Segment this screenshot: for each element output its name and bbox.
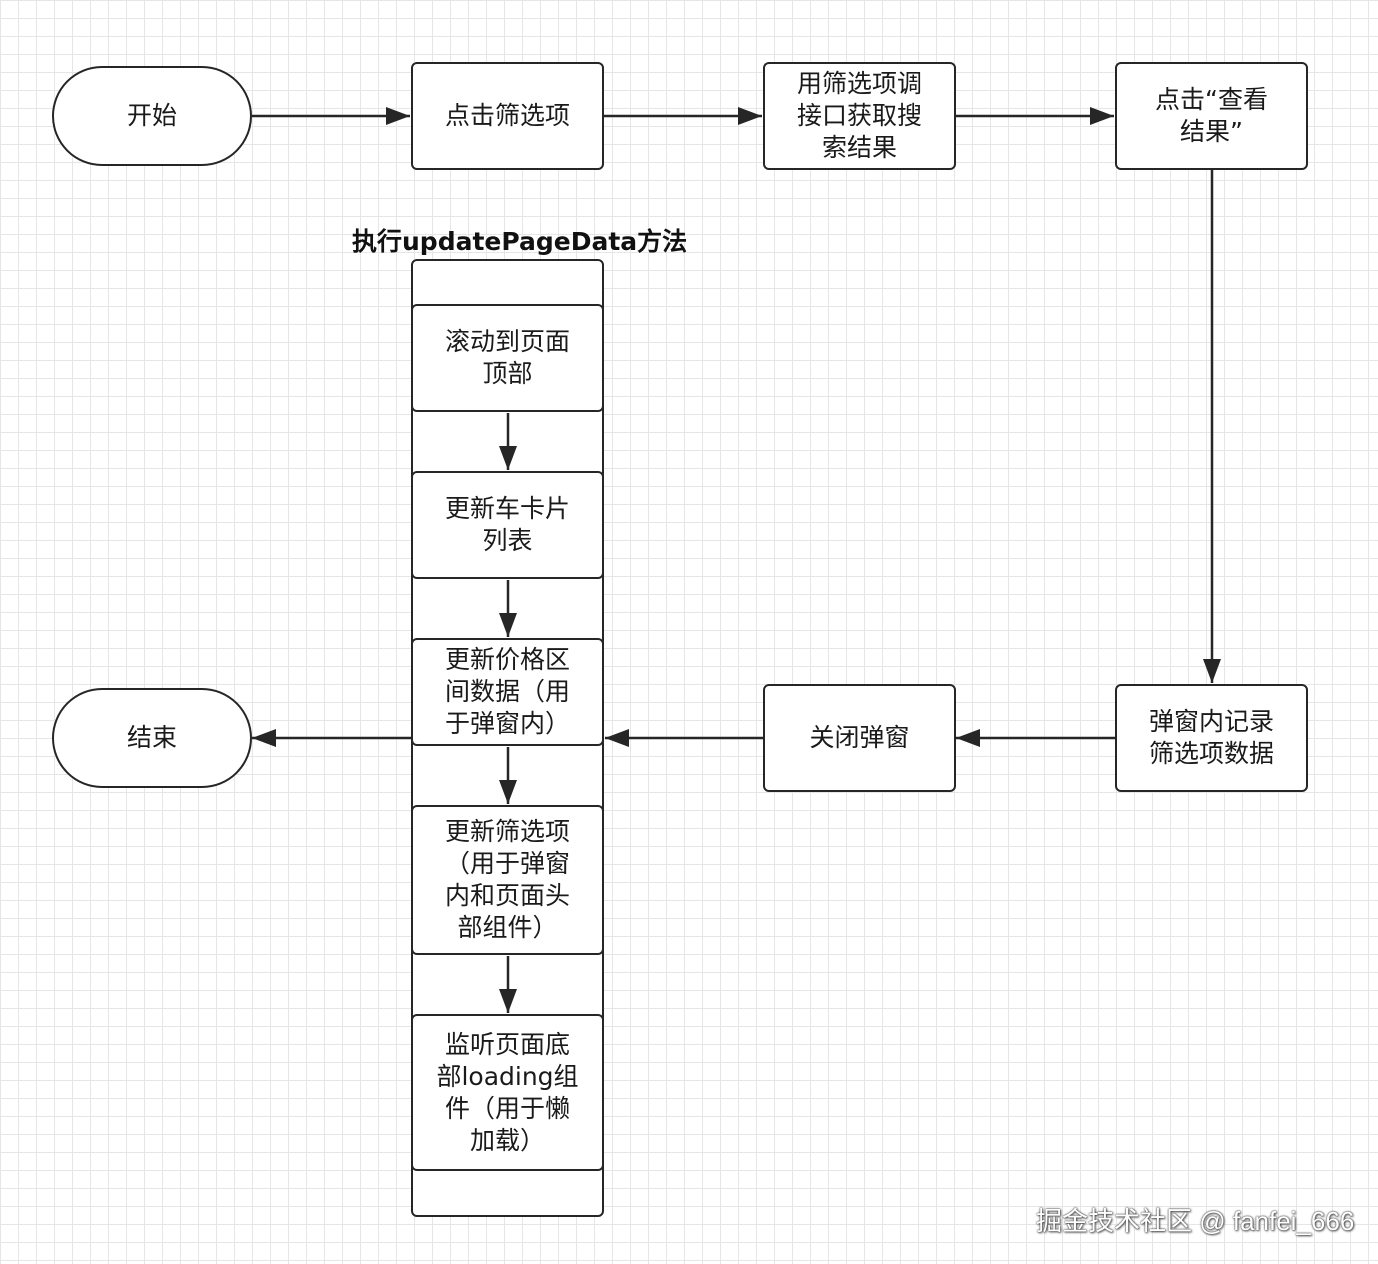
record-filter-data-node: 弹窗内记录 筛选项数据 — [1115, 684, 1308, 792]
call-api-node: 用筛选项调 接口获取搜 索结果 — [763, 62, 956, 170]
watermark-text: 掘金技术社区 @ fanfei_666 — [1036, 1206, 1355, 1236]
click-filter-node: 点击筛选项 — [411, 62, 604, 170]
arrowhead-click-filter-to-call-api — [738, 107, 762, 125]
method-step: 更新筛选项 （用于弹窗 内和页面头 部组件） — [411, 805, 604, 955]
arrowhead-method-to-end — [252, 729, 276, 747]
arrowhead-call-api-to-click-view — [1090, 107, 1114, 125]
arrowhead-click-view-to-record-data — [1203, 659, 1221, 683]
method-step: 更新车卡片 列表 — [411, 471, 604, 579]
arrowhead-record-data-to-close-popup — [956, 729, 980, 747]
method-step: 更新价格区 间数据（用 于弹窗内） — [411, 638, 604, 746]
click-view-results-node: 点击“查看 结果” — [1115, 62, 1308, 170]
method-step: 滚动到页面 顶部 — [411, 304, 604, 412]
method-container-title: 执行updatePageData方法 — [352, 227, 688, 256]
end-node: 结束 — [52, 688, 252, 788]
arrowhead-start-to-click-filter — [386, 107, 410, 125]
method-step: 监听页面底 部loading组 件（用于懒 加载） — [411, 1014, 604, 1171]
start-node: 开始 — [52, 66, 252, 166]
close-popup-node: 关闭弹窗 — [763, 684, 956, 792]
arrowhead-close-popup-to-method — [605, 729, 629, 747]
